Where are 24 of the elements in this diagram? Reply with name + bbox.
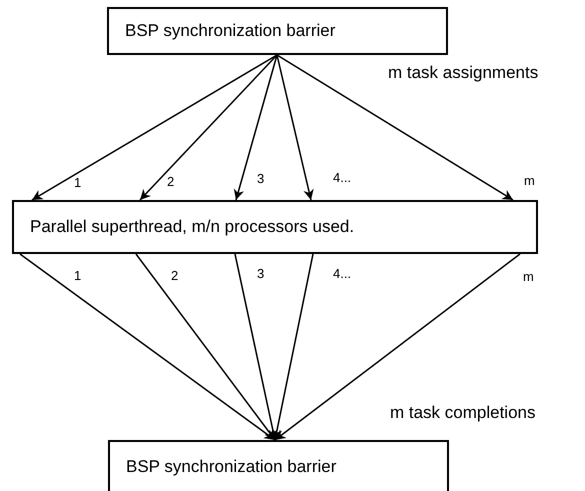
edge-label: 1 xyxy=(74,269,82,282)
arrow xyxy=(272,254,314,440)
annotation-text: m task completions xyxy=(390,402,536,424)
arrow xyxy=(234,54,278,200)
edge-label: 4... xyxy=(333,171,352,184)
edge-label: 3 xyxy=(257,172,264,185)
arrow xyxy=(32,54,278,201)
arrow xyxy=(276,54,314,200)
arrow xyxy=(276,54,514,201)
edge-label: 2 xyxy=(171,269,178,282)
edge-label: 3 xyxy=(257,267,264,280)
arrow xyxy=(274,253,520,441)
process-box xyxy=(108,440,449,491)
annotation-text: m task assignments xyxy=(388,62,538,84)
arrow xyxy=(20,253,276,441)
arrow xyxy=(139,54,278,201)
process-box xyxy=(12,200,538,254)
edge-label: 1 xyxy=(74,176,82,189)
process-box xyxy=(107,7,448,55)
box-label: BSP synchronization barrier xyxy=(126,456,336,478)
box-label: Parallel superthread, m/n processors used. xyxy=(30,216,354,238)
edge-label: 4... xyxy=(333,267,352,280)
edge-label: 2 xyxy=(167,175,174,188)
box-label: BSP synchronization barrier xyxy=(125,20,336,42)
